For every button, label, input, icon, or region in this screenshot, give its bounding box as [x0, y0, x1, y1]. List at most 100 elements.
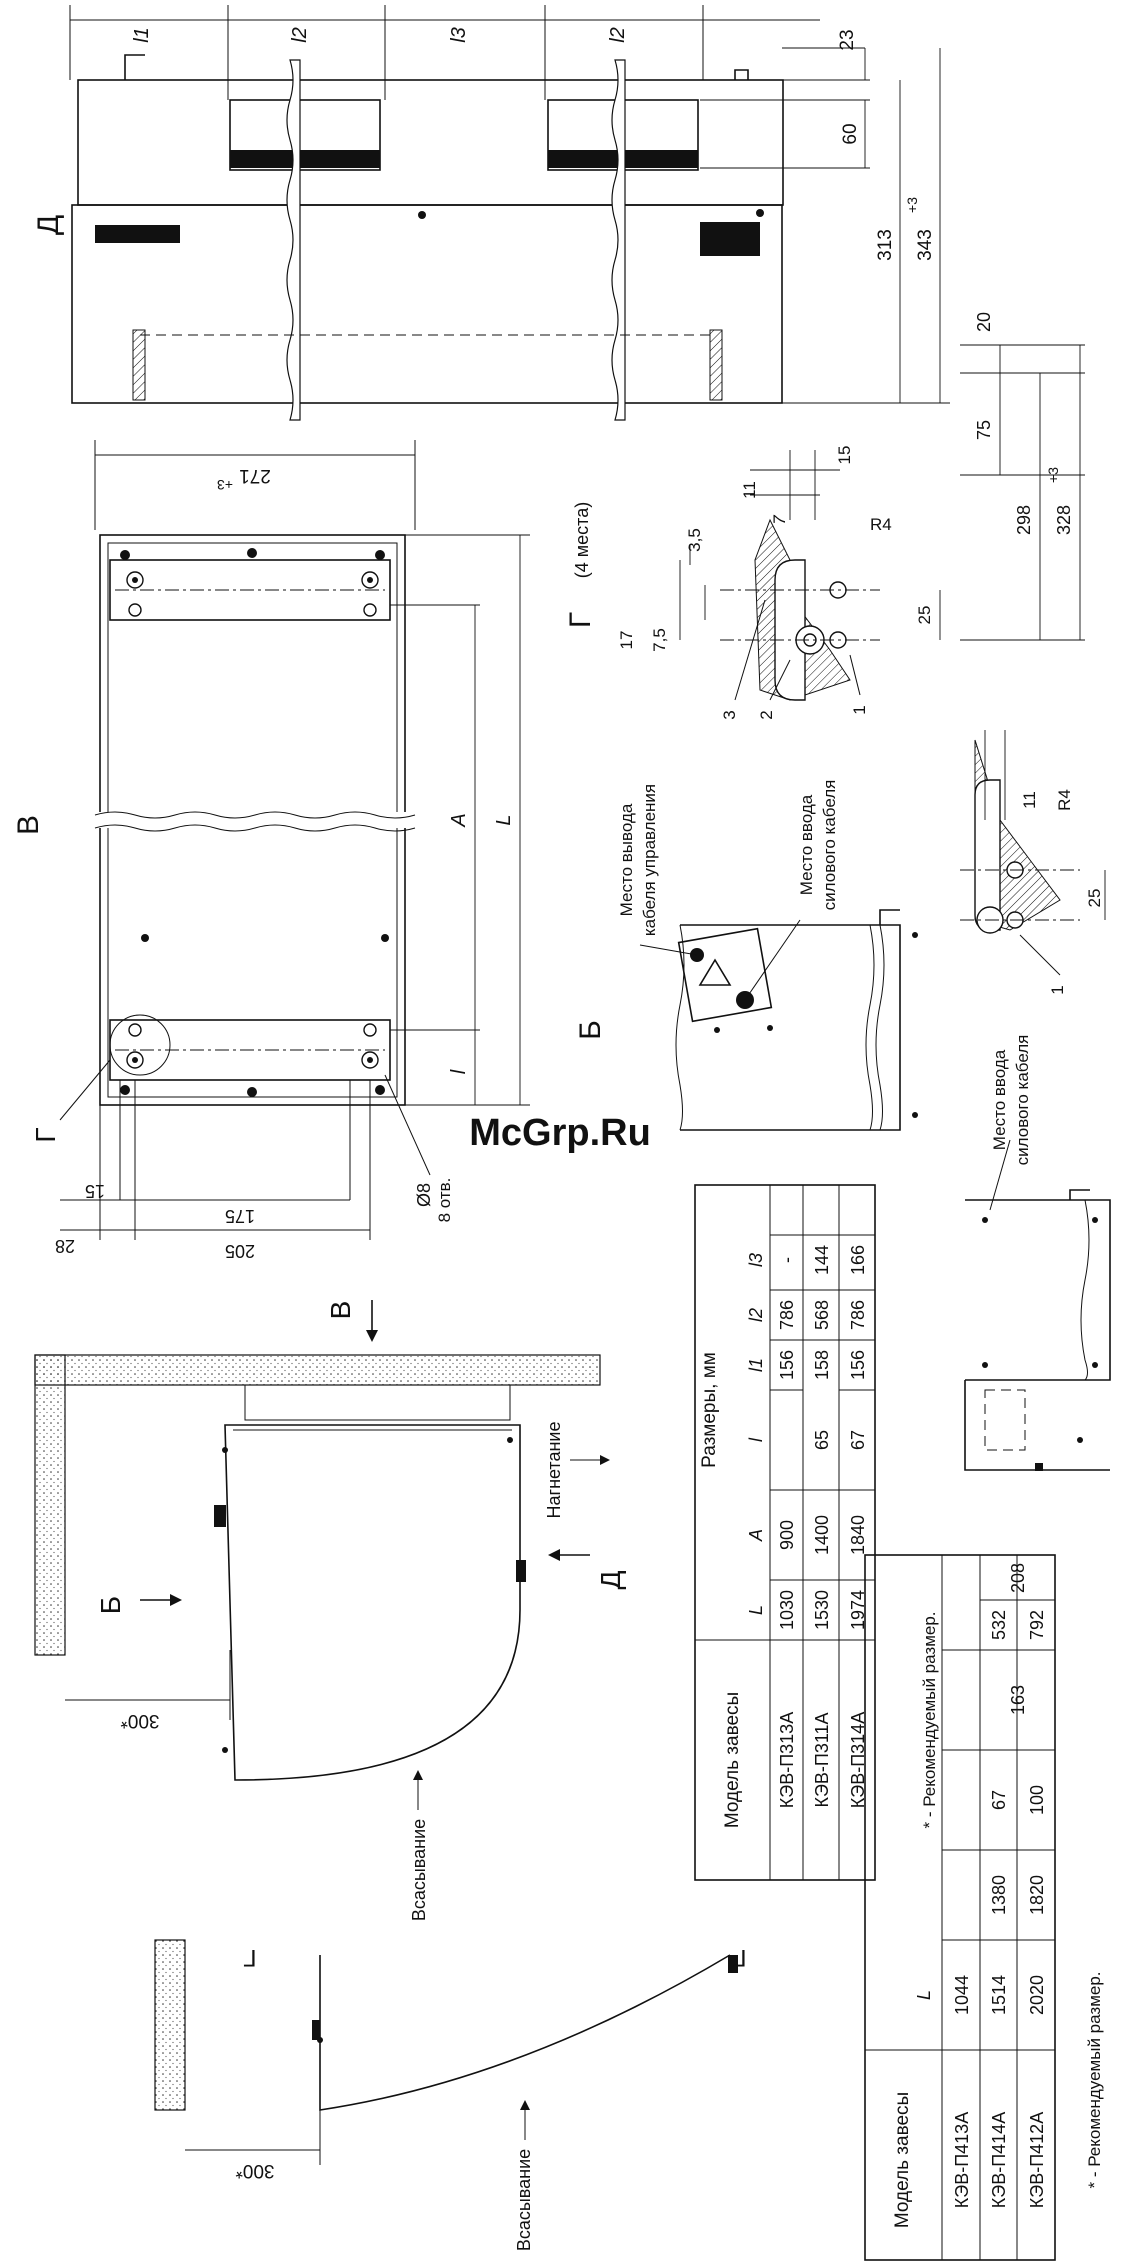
t1-header-group: Размеры, мм	[699, 1352, 720, 1468]
side2-intake-label: Всасывание	[514, 2149, 534, 2251]
dim-l3: l3	[448, 27, 470, 43]
t2-header-L: L	[914, 1990, 934, 2000]
t1-row-2: КЭВ-П311А 1530 1400 158 568 144	[812, 1245, 832, 1808]
view-b-letter: Б	[574, 1020, 607, 1040]
dim-g-3-5: 3,5	[685, 528, 704, 552]
dim-g-r4: R4	[870, 515, 892, 534]
t1-r2-model: КЭВ-П311А	[812, 1712, 832, 1807]
t2-r2-L: 1514	[989, 1975, 1009, 2015]
side-letter-v: В	[325, 1301, 356, 1320]
dim-328-tol: +3	[1045, 467, 1061, 483]
dim-l2-a: l2	[289, 27, 311, 43]
t2-merged-l1: 163	[1008, 1685, 1028, 1715]
t1-col-l: l	[746, 1437, 766, 1442]
t2-l2-b: 792	[1027, 1610, 1047, 1640]
t2-r3-L: 2020	[1027, 1975, 1047, 2015]
side2-letter-g1: Г	[244, 1944, 257, 1971]
dim-g2-r4: R4	[1055, 789, 1074, 811]
power-in-label-1: Место ввода	[797, 794, 816, 895]
dim-175: 175	[225, 1206, 255, 1226]
t1-r1-L: 1030	[777, 1590, 797, 1630]
t2-r1-model: КЭВ-П413А	[952, 2112, 972, 2208]
t2-r2-model: КЭВ-П414А	[989, 2112, 1009, 2208]
dim-g2-25: 25	[1085, 889, 1104, 908]
hole-count-note: 8 отв.	[435, 1178, 454, 1223]
dim-g-7-5: 7,5	[650, 628, 669, 652]
callout-g-3: 3	[720, 710, 739, 719]
b2-power-in-2: силового кабеля	[1013, 1035, 1032, 1166]
t2-r3-A: 1820	[1027, 1875, 1047, 1915]
t1-col-A: A	[746, 1529, 766, 1542]
t1-r2-l3: 144	[812, 1245, 832, 1275]
t2-header-model: Модель завесы	[892, 2092, 913, 2228]
t2-r3-l: 100	[1027, 1785, 1047, 1815]
t1-r1-model: КЭВ-П313А	[777, 1712, 797, 1808]
dim-l2-b: l2	[607, 27, 629, 43]
side-intake-label: Всасывание	[409, 1819, 429, 1921]
t1-r3-A: 1840	[848, 1515, 868, 1555]
dim-328: 328	[1054, 505, 1074, 535]
detail-g: Г (4 места) 3,5 17 7,5 11 7 15 R4 25 3 2…	[564, 446, 941, 720]
dim-20: 20	[974, 312, 994, 332]
watermark-text: McGrp.Ru	[469, 1112, 651, 1154]
dim-l1-left: l1	[131, 27, 153, 43]
t1-col-l3: l3	[746, 1253, 766, 1267]
dim-313: 313	[875, 229, 896, 261]
t1-note: * - Рекомендуемый размер.	[920, 1611, 939, 1828]
t1-r2-L: 1530	[812, 1590, 832, 1630]
t2-r3-model: КЭВ-П412А	[1027, 2112, 1047, 2208]
view-b: Б Место вывода кабеля управления Место в…	[574, 780, 918, 1131]
t1-r1-l1: 156	[777, 1350, 797, 1380]
t1-r1-l2: 786	[777, 1300, 797, 1330]
detail-g2: 20 75 298 328 +3 11 R4 25 1	[960, 312, 1106, 995]
t1-l-merged: 65	[812, 1430, 832, 1450]
dim-28: 28	[55, 1236, 75, 1256]
dim-343: 343	[915, 229, 936, 261]
t1-header-model: Модель завесы	[722, 1692, 743, 1828]
side-letter-d: Д	[595, 1570, 626, 1589]
t1-r3-l1: 156	[848, 1350, 868, 1380]
t2-note: * - Рекомендуемый размер.	[1085, 1971, 1104, 2188]
dim-g-7: 7	[770, 515, 789, 525]
dim-298: 298	[1014, 505, 1034, 535]
view-d: Д l1 l2 l3 l2 23 60 313 343 +3	[32, 5, 950, 421]
t1-r3-l: 67	[848, 1430, 868, 1450]
t2-r2-A: 1380	[989, 1875, 1009, 1915]
t1-r3-model: КЭВ-П314А	[848, 1712, 868, 1808]
cable-out-label-1: Место вывода	[617, 803, 636, 916]
t1-r1-A: 900	[777, 1520, 797, 1550]
dim-23: 23	[837, 29, 858, 50]
power-in-label-2: силового кабеля	[820, 780, 839, 911]
view-d-letter: Д	[32, 215, 65, 235]
t1-r3-l3: 166	[848, 1245, 868, 1275]
view-v: В 271 +3	[12, 440, 530, 1261]
dim-L: L	[493, 814, 515, 825]
t1-col-l1: l1	[746, 1358, 766, 1372]
side2-dim-300: 300*	[235, 2160, 275, 2181]
view-b2: Место ввода силового кабеля	[964, 1035, 1111, 1471]
table-1: Модель завесы Размеры, мм L A l l1 l2 l3…	[694, 1184, 939, 1881]
dim-A: A	[448, 813, 470, 827]
view-v-letter: В	[12, 815, 45, 835]
dim-g-15: 15	[835, 446, 854, 465]
t2-row-3: КЭВ-П412А 2020 1820 100	[1027, 1785, 1047, 2208]
t1-r3-L: 1974	[848, 1590, 868, 1630]
t1-r2-l2: 568	[812, 1300, 832, 1330]
t1-r2-l1: 158	[812, 1350, 832, 1380]
cable-out-label-2: кабеля управления	[640, 784, 659, 936]
side-section-2: 300* Г Г Всасывание	[154, 1939, 747, 2251]
t2-row-1: КЭВ-П413А 1044	[952, 1975, 972, 2208]
t1-col-L: L	[746, 1605, 766, 1615]
table-2: Модель завесы L КЭВ-П413А 1044 КЭВ-П414А…	[864, 1554, 1104, 2261]
side-section: 300* Б В Д Нагнетание Всасывание	[34, 1300, 626, 1921]
t1-r2-A: 1400	[812, 1515, 832, 1555]
side2-letter-g2: Г	[734, 1944, 747, 1971]
callout-g-2: 2	[757, 710, 776, 719]
dim-g-25: 25	[915, 606, 934, 625]
hole-diameter-note: Ø8	[414, 1183, 434, 1207]
side-outflow-label: Нагнетание	[544, 1422, 564, 1519]
t2-merged-l3: 208	[1008, 1563, 1028, 1593]
t1-col-l2: l2	[746, 1308, 766, 1322]
dim-g2-11: 11	[1020, 791, 1039, 809]
t1-r3-l2: 786	[848, 1300, 868, 1330]
